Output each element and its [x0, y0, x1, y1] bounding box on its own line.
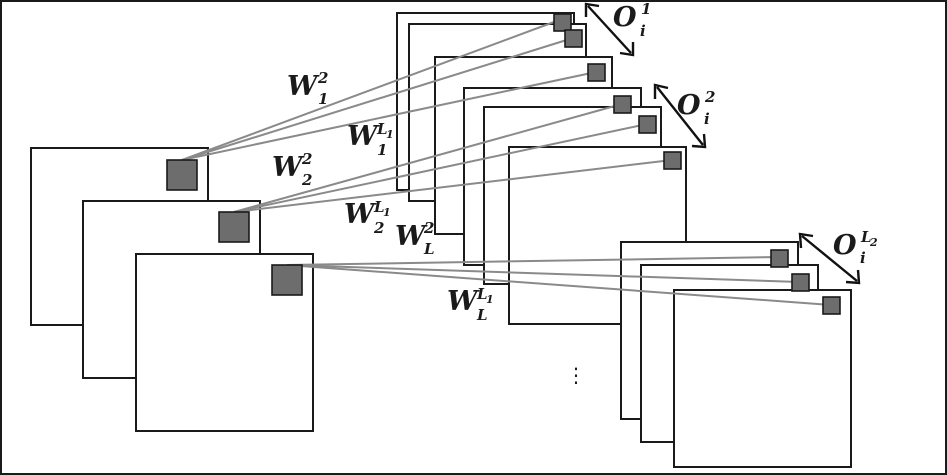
- connection-line: [286, 264, 832, 306]
- connection-line: [181, 18, 563, 161]
- output-unit: [613, 95, 632, 114]
- connection-line: [233, 123, 648, 213]
- connection-line: [233, 103, 623, 213]
- double-arrow-icon: [656, 86, 704, 146]
- arrowhead-icon: [798, 232, 814, 249]
- output-unit: [663, 151, 682, 170]
- input-unit-2: [218, 211, 250, 243]
- output-group-L2-map-3: [673, 289, 852, 468]
- arrowhead-icon: [584, 2, 600, 17]
- connection-line: [233, 159, 673, 213]
- output-unit: [553, 13, 572, 32]
- output-unit: [564, 29, 583, 48]
- output-unit: [822, 296, 841, 315]
- arrowhead-icon: [619, 42, 635, 57]
- neuron-units: [166, 13, 841, 315]
- connection-lines: [181, 18, 832, 306]
- input-unit-1: [166, 159, 198, 191]
- connection-line: [181, 37, 574, 161]
- input-unit-3: [271, 264, 303, 296]
- output-unit: [587, 63, 606, 82]
- double-arrow-icon: [587, 5, 632, 54]
- output-unit: [638, 115, 657, 134]
- output-unit: [791, 273, 810, 292]
- vertical-ellipsis: ⋮: [566, 363, 586, 387]
- output-width-arrows: [584, 2, 861, 285]
- arrowhead-icon: [653, 83, 669, 99]
- output-unit: [770, 249, 789, 268]
- connection-line: [181, 71, 597, 161]
- connection-line: [286, 256, 780, 266]
- arrowhead-icon: [845, 269, 861, 285]
- double-arrow-icon: [801, 235, 858, 282]
- arrowhead-icon: [691, 133, 707, 149]
- connection-line: [286, 264, 801, 283]
